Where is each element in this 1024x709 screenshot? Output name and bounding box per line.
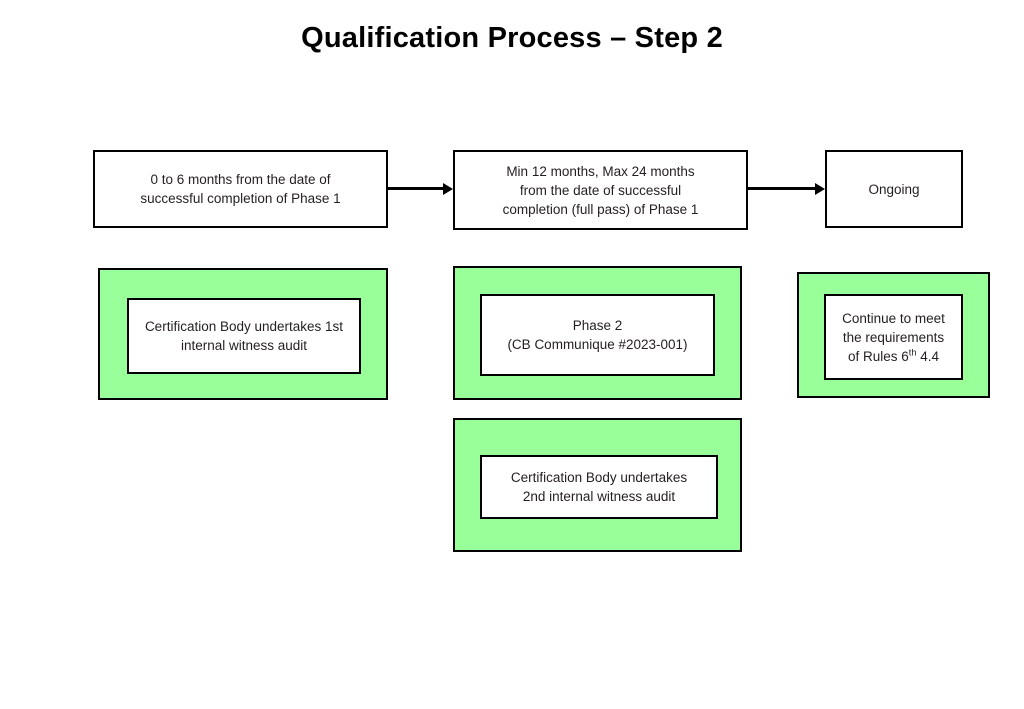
activity-box-phase-2-label: Phase 2 (CB Communique #2023-001) bbox=[507, 318, 688, 352]
timeline-box-ongoing-label: Ongoing bbox=[868, 181, 920, 197]
activity-group-continue-requirements: Continue to meet the requirements of Rules… bbox=[797, 272, 990, 398]
activity-box-continue-requirements-label: Continue to meet the requirements of Rules… bbox=[836, 309, 951, 366]
timeline-box-phase1-window: 0 to 6 months from the date of successfu… bbox=[93, 150, 388, 228]
activity-box-second-internal-witness-audit: Certification Body undertakes 2nd intern… bbox=[480, 455, 718, 519]
continue-line-2: the requirements bbox=[842, 329, 945, 345]
continue-line-3-superscript: th bbox=[908, 347, 917, 357]
continue-line-3-prefix: of Rules 6 bbox=[848, 348, 909, 364]
arrow-phase2-to-ongoing-icon bbox=[748, 183, 826, 195]
page-title: Qualification Process – Step 2 bbox=[301, 22, 723, 54]
activity-box-continue-requirements: Continue to meet the requirements of Rules… bbox=[824, 294, 963, 380]
arrow-head bbox=[815, 183, 825, 195]
activity-group-second-internal-witness-audit: Certification Body undertakes 2nd intern… bbox=[453, 418, 742, 552]
timeline-box-phase2-window-label: Min 12 months, Max 24 months from the da… bbox=[502, 163, 699, 217]
activity-box-second-internal-witness-audit-label: Certification Body undertakes 2nd intern… bbox=[510, 470, 688, 504]
arrow-shaft bbox=[748, 187, 816, 190]
continue-line-3-suffix: 4.4 bbox=[916, 348, 939, 364]
timeline-box-phase2-window: Min 12 months, Max 24 months from the da… bbox=[453, 150, 748, 230]
activity-box-first-internal-witness-audit: Certification Body undertakes 1st intern… bbox=[127, 298, 361, 374]
activity-group-first-internal-witness-audit: Certification Body undertakes 1st intern… bbox=[98, 268, 388, 400]
activity-box-first-internal-witness-audit-label: Certification Body undertakes 1st intern… bbox=[144, 319, 344, 353]
timeline-box-phase1-window-label: 0 to 6 months from the date of successfu… bbox=[140, 172, 341, 206]
arrow-head bbox=[443, 183, 453, 195]
activity-box-phase-2: Phase 2 (CB Communique #2023-001) bbox=[480, 294, 715, 376]
arrow-phase1-to-phase2-icon bbox=[388, 183, 454, 195]
timeline-box-ongoing: Ongoing bbox=[825, 150, 963, 228]
activity-group-phase-2: Phase 2 (CB Communique #2023-001) bbox=[453, 266, 742, 400]
arrow-shaft bbox=[388, 187, 444, 190]
continue-line-1: Continue to meet bbox=[842, 310, 945, 326]
